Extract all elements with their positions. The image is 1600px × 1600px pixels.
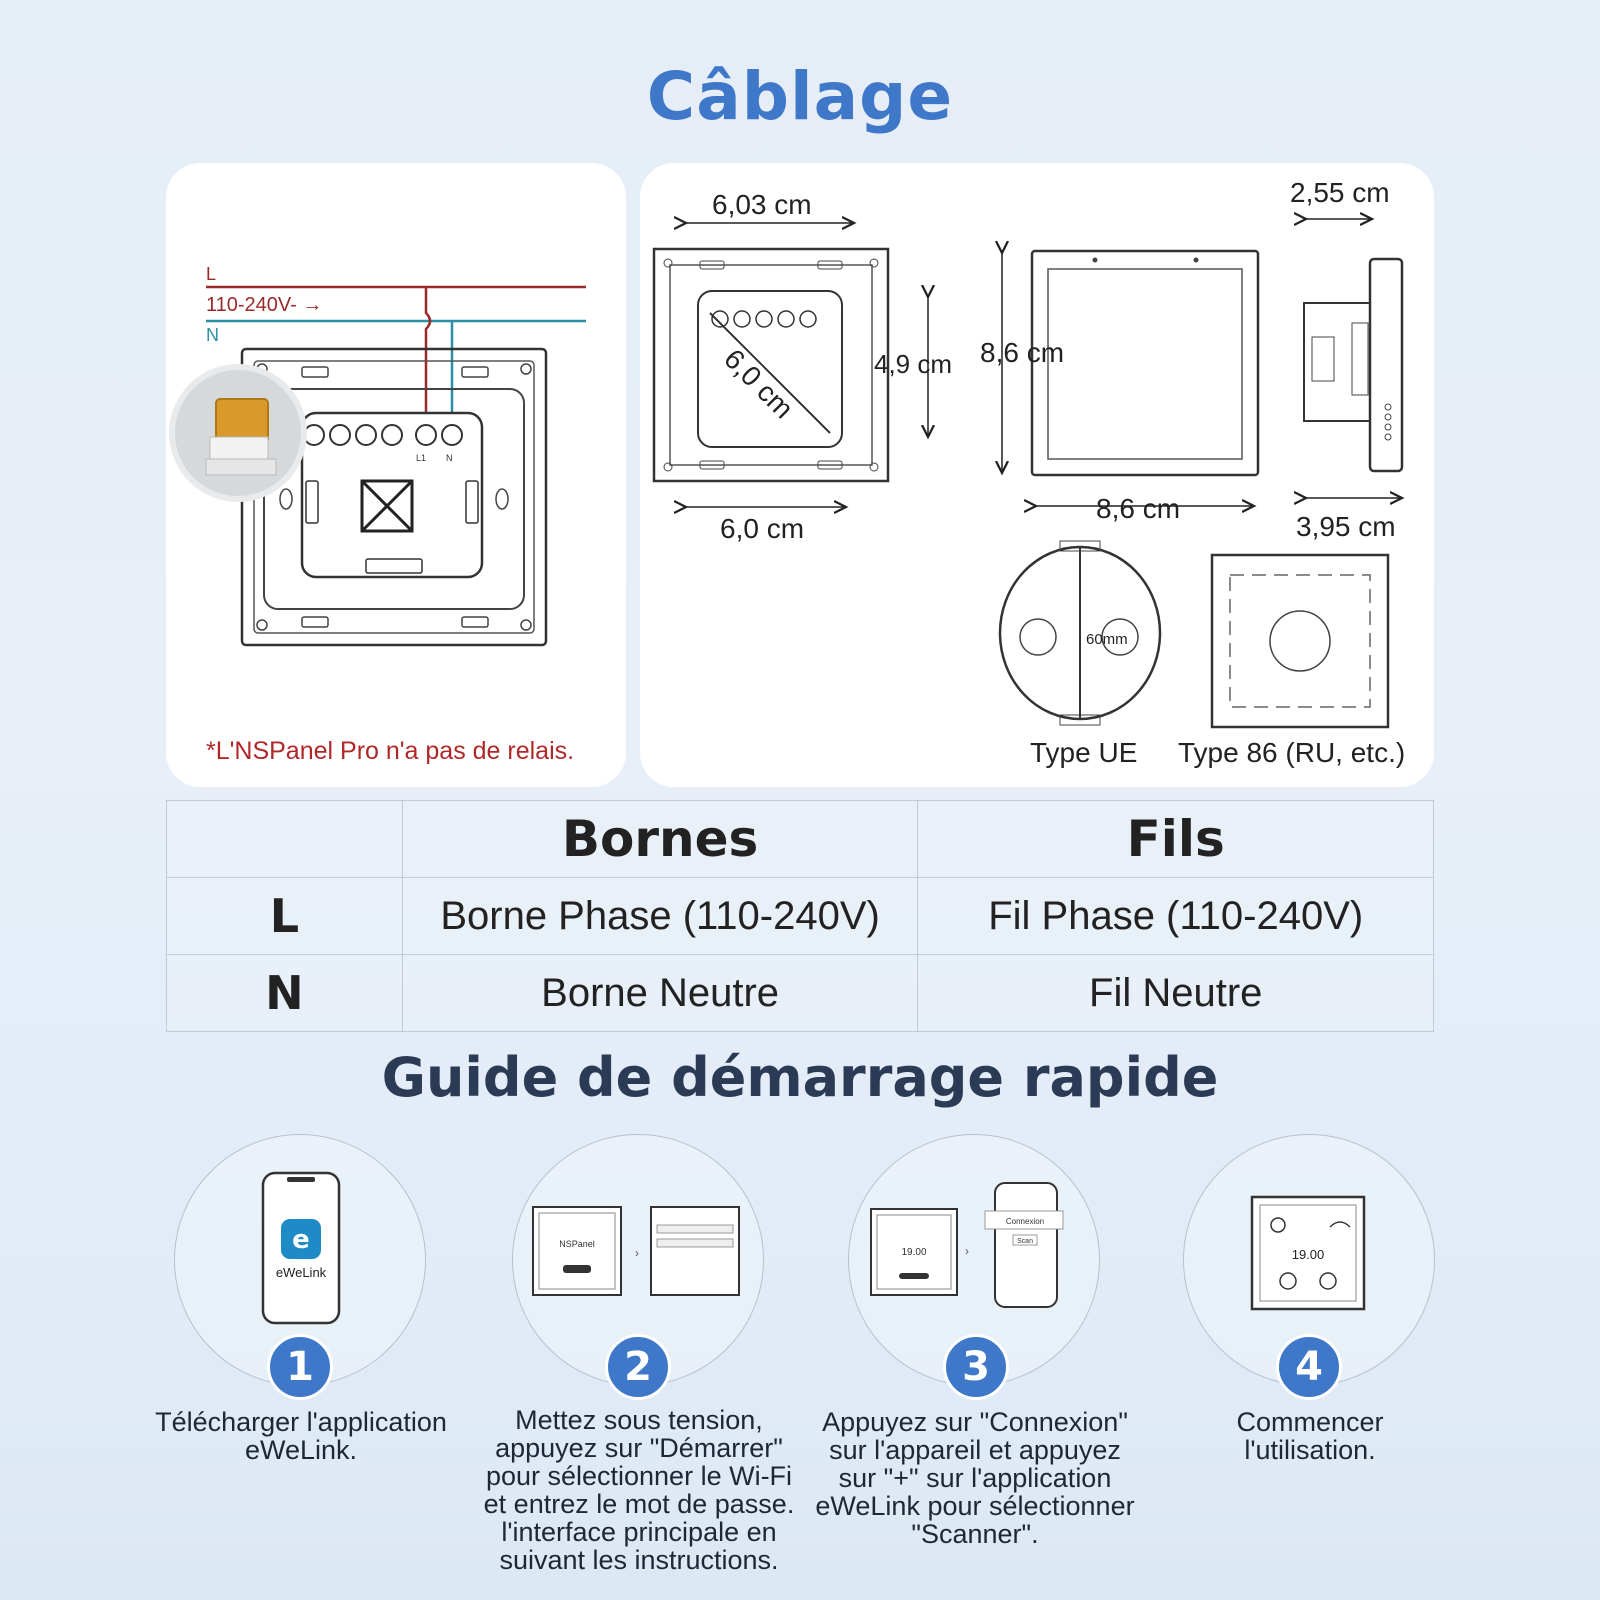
table-header-row: Bornes Fils [166,800,1434,878]
step-3-text: Appuyez sur "Connexion" sur l'appareil e… [815,1407,1135,1549]
terminal-table: Bornes Fils L Borne Phase (110-240V) Fil… [166,800,1434,1032]
weather-icon [1270,1217,1286,1233]
wifi-settings-screen-icon [650,1206,740,1296]
step-1-text: Télécharger l'application eWeLink. [155,1407,447,1465]
step-2-text: Mettez sous tension, appuyez sur "Démarr… [483,1405,795,1575]
back-plate [652,247,890,483]
dim-side-bottom: 3,95 cm [1296,511,1396,542]
svg-text:L1: L1 [416,453,426,463]
svg-text:e: e [292,1225,310,1255]
step-4-number: 4 [1276,1334,1342,1400]
type-86-label: Type 86 (RU, etc.) [1178,737,1406,768]
power-icon [1319,1272,1337,1290]
step-3-number: 3 [943,1334,1009,1400]
table-header-bornes: Bornes [401,800,919,878]
square-back-box [1210,553,1390,729]
neutral-label: N [206,325,219,345]
table-header-fils: Fils [917,800,1434,878]
ewelink-app-icon [281,1219,321,1259]
svg-text:›: › [635,1246,639,1260]
svg-text:Scan: Scan [1017,1238,1033,1245]
page-title-cablage: Câblage [646,58,954,135]
dim-front-width: 8,6 cm [1096,493,1181,524]
wiring-diagram-panel: L 110-240V- → N L1 N [166,163,626,787]
table-row: L Borne Phase (110-240V) Fil Phase (110-… [166,877,1434,955]
table-header-empty [166,800,403,878]
step-2-illustration: NSPanel › [512,1134,764,1386]
panel-home-screen-icon [1250,1195,1366,1311]
table-cell-fil: Fil Phase (110-240V) [917,877,1434,955]
dim-inner-height: 4,9 cm [874,349,953,379]
wiring-diagram: L 110-240V- → N L1 N [169,264,586,647]
svg-text:19.00: 19.00 [901,1247,926,1258]
panel-screen-icon [532,1206,622,1296]
front-panel [1030,249,1260,477]
round-box-size: 60mm [1086,631,1128,648]
svg-text:Connexion: Connexion [1006,1217,1044,1226]
step-4-text: Commencer l'utilisation. [1236,1407,1384,1465]
dim-bottom-width: 6,0 cm [720,513,805,544]
dim-side-top: 2,55 cm [1290,177,1390,208]
svg-text:19.00: 19.00 [1292,1247,1325,1262]
svg-text:eWeLink: eWeLink [276,1265,327,1280]
table-cell-fil: Fil Neutre [917,954,1434,1032]
no-relay-note: *L'NSPanel Pro n'a pas de relais. [206,737,575,765]
step-1-number: 1 [267,1334,333,1400]
svg-text:›: › [965,1244,969,1258]
table-cell-borne: Borne Neutre [401,954,919,1032]
type-ue-label: Type UE [1030,737,1138,768]
step-2-number: 2 [605,1334,671,1400]
table-row-key: N [166,954,403,1032]
svg-text:NSPanel: NSPanel [559,1239,595,1249]
table-row-key: L [166,877,403,955]
table-row: N Borne Neutre Fil Neutre [166,954,1434,1032]
quick-start-title: Guide de démarrage rapide [381,1046,1219,1109]
wifi-icon [1329,1221,1351,1228]
panel-screen-icon [870,1208,958,1296]
table-cell-borne: Borne Phase (110-240V) [401,877,919,955]
svg-text:N: N [446,453,453,463]
line-label: L [206,264,216,284]
dimensions-diagram [652,163,1434,729]
switch-module [300,411,484,579]
dimensions-panel: 6,03 cm 6,0 cm 4,9 cm 6,0 cm 8,6 cm 8,6 … [640,163,1434,787]
voltage-label: 110-240V- → [206,294,322,316]
dim-front-height: 8,6 cm [980,337,1065,368]
dim-top-width: 6,03 cm [712,189,812,220]
